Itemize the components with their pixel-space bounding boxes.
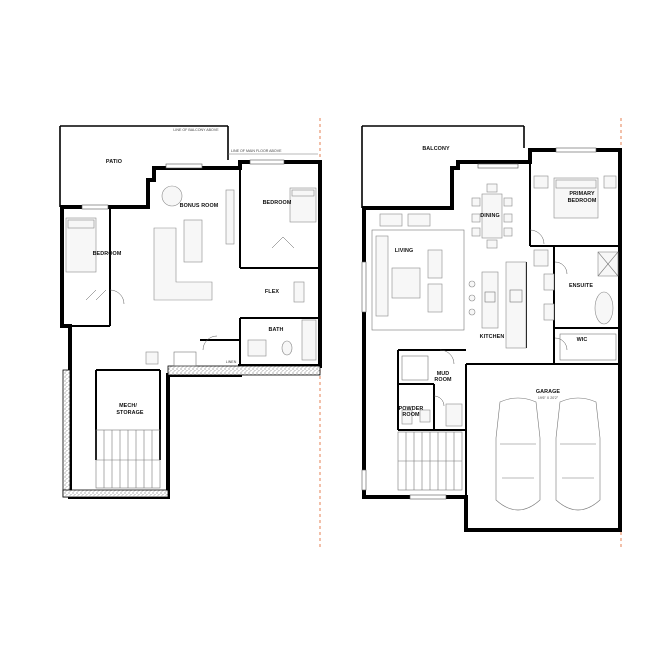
bonus-room-furniture [153,185,235,301]
room-label-dining: DINING [480,213,499,219]
note-garage-size: 19'6" X 20'2" [538,396,559,400]
room-label-mud-line1: MUD [437,371,450,377]
room-label-bedroom-right: BEDROOM [263,200,292,206]
lower-stairs [95,429,161,489]
room-label-bath: BATH [269,327,284,333]
room-label-patio: PATIO [106,159,122,165]
dining-furniture [471,183,513,249]
room-label-balcony: BALCONY [422,146,450,152]
room-label-garage: GARAGE [536,389,561,395]
room-label-wic: WIC [577,337,588,343]
room-label-primary-line1: PRIMARY [569,191,595,197]
living-room-furniture [371,213,465,331]
note-linen: LINEN [226,360,237,364]
note-main-floor-above: LINE OF MAIN FLOOR ABOVE [231,149,282,153]
ensuite-fixtures [533,249,619,325]
room-label-flex: FLEX [265,289,279,295]
main-level-plan: BALCONY DINING PRIMARY BEDROOM LIVING EN… [361,125,622,532]
garage-cars [495,397,601,511]
room-label-powder-line2: ROOM [402,412,420,418]
lower-level-plan: PATIO BONUS ROOM BEDROOM BEDROOM FLEX BA… [59,125,322,499]
room-label-bedroom-left: BEDROOM [93,251,122,257]
room-label-mech-line1: MECH/ [119,403,137,409]
room-label-powder-line1: POWDER [399,406,424,412]
note-balcony-above: LINE OF BALCONY ABOVE [173,128,219,132]
retaining-wall-left [62,369,71,498]
room-label-primary-line2: BEDROOM [568,198,597,204]
room-label-living: LIVING [395,248,414,254]
room-label-mech-line2: STORAGE [116,410,144,416]
kitchen-island [468,261,527,349]
retaining-wall-bottom [62,489,169,498]
room-label-mud-line2: ROOM [434,377,452,383]
bedroom-left-furniture [65,217,97,273]
primary-bed [533,175,617,219]
room-label-ensuite: ENSUITE [569,283,593,289]
retaining-wall-mid [167,365,321,376]
room-label-bonus-room: BONUS ROOM [180,203,219,209]
bath-fixtures [247,319,317,361]
bedroom-right-furniture [289,187,317,223]
room-label-kitchen: KITCHEN [480,334,505,340]
main-stairs [397,431,463,491]
